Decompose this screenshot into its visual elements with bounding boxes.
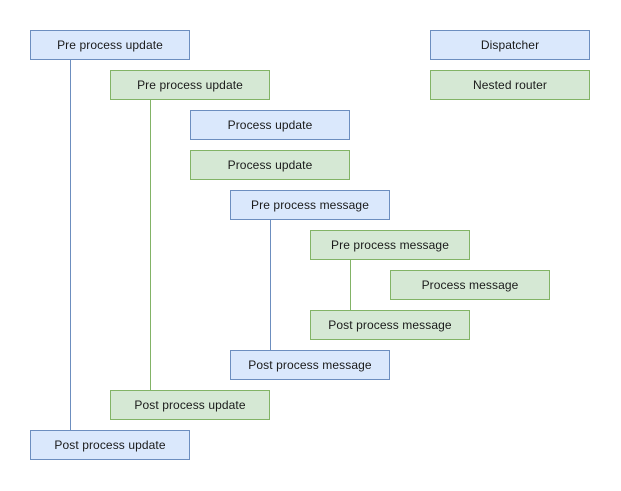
node-n8[interactable]: Post process message — [310, 310, 470, 340]
node-label: Post process message — [248, 358, 372, 372]
node-label: Post process update — [54, 438, 166, 452]
node-label: Process message — [421, 278, 519, 292]
node-n4[interactable]: Process update — [190, 150, 350, 180]
connector-n6-to-n8 — [350, 260, 351, 310]
node-label: Post process update — [134, 398, 246, 412]
node-n11[interactable]: Post process update — [30, 430, 190, 460]
node-label: Post process message — [328, 318, 452, 332]
legend-item-label: Nested router — [472, 78, 547, 92]
legend-item-router[interactable]: Nested router — [430, 70, 590, 100]
node-n3[interactable]: Process update — [190, 110, 350, 140]
connector-n5-to-n9 — [270, 220, 271, 350]
node-n6[interactable]: Pre process message — [310, 230, 470, 260]
node-label: Process update — [227, 158, 313, 172]
node-n5[interactable]: Pre process message — [230, 190, 390, 220]
node-label: Pre process message — [331, 238, 449, 252]
node-n1[interactable]: Pre process update — [30, 30, 190, 60]
node-label: Pre process message — [251, 198, 369, 212]
node-n9[interactable]: Post process message — [230, 350, 390, 380]
node-label: Pre process update — [137, 78, 243, 92]
legend-item-dispatcher[interactable]: Dispatcher — [430, 30, 590, 60]
node-label: Process update — [227, 118, 313, 132]
legend-item-label: Dispatcher — [480, 38, 540, 52]
node-n2[interactable]: Pre process update — [110, 70, 270, 100]
node-label: Pre process update — [57, 38, 163, 52]
connector-n1-to-n11 — [70, 60, 71, 430]
node-n7[interactable]: Process message — [390, 270, 550, 300]
node-n10[interactable]: Post process update — [110, 390, 270, 420]
connector-n2-to-n10 — [150, 100, 151, 390]
